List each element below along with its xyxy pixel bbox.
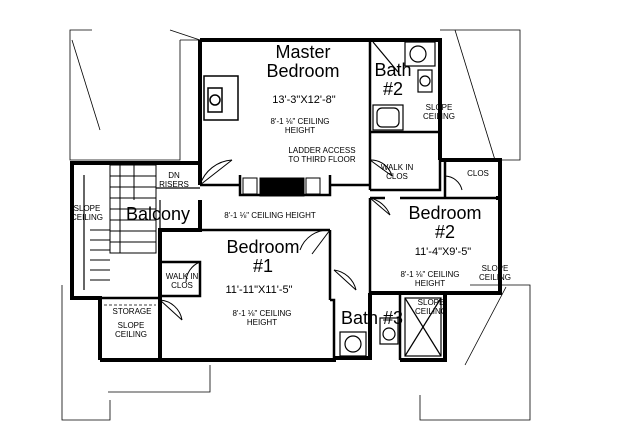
bedroom2-title: Bedroom #2	[390, 204, 500, 242]
bedroom1-ceiling: 8'-1 ⅛" CEILING HEIGHT	[222, 309, 302, 327]
bedroom2-ceiling: 8'-1 ⅛" CEILING HEIGHT	[390, 270, 470, 288]
master-title-line1: Master	[275, 42, 331, 62]
storage-slope-ceiling: SLOPE CEILING	[106, 321, 156, 339]
walkin-upper-line2: CLOS	[386, 172, 408, 182]
bedroom2-title-line2: #2	[434, 221, 456, 242]
ladder-access	[242, 177, 321, 197]
bedroom1-title: Bedroom #1	[208, 238, 318, 276]
left-slope-ceiling: SLOPE CEILING	[62, 204, 112, 222]
stairs	[90, 164, 157, 281]
stair-label: DN RISERS	[152, 171, 196, 189]
bath2-title: Bath #2	[368, 61, 418, 99]
bedroom2-ceiling-line2: HEIGHT	[414, 279, 446, 289]
bath2-title-line1: Bath	[374, 60, 412, 80]
master-title-line2: Bedroom	[266, 60, 340, 81]
balcony-railing	[83, 175, 200, 290]
bedroom2-size: 11'-4"X9'-5"	[414, 246, 472, 258]
bedroom1-title-line2: #1	[252, 255, 274, 276]
master-bedroom-title: Master Bedroom	[248, 43, 358, 81]
ladder-line2: TO THIRD FLOOR	[288, 155, 356, 165]
exterior-walls	[70, 38, 502, 362]
closet-label: CLOS	[467, 169, 489, 178]
bath3-title: Bath #3	[340, 308, 404, 328]
roof-outline	[61, 29, 531, 421]
walkin-lower-line1: WALK IN	[165, 272, 199, 281]
door-swings	[159, 159, 463, 321]
balcony-label: Balcony	[125, 204, 191, 224]
bath2-fixtures	[372, 41, 436, 131]
walkin-closet-upper: WALK IN CLOS	[372, 163, 422, 181]
bedroom1-ceiling-line1: 8'-1 ⅛" CEILING	[232, 309, 292, 318]
stair-line2: RISERS	[159, 180, 189, 190]
bedroom1-ceiling-line2: HEIGHT	[246, 318, 278, 328]
master-ceiling-line2: HEIGHT	[284, 126, 316, 136]
bedroom1-title-line1: Bedroom	[226, 237, 300, 257]
ladder-line1: LADDER ACCESS	[288, 146, 356, 155]
bath2-title-line2: #2	[382, 78, 404, 99]
master-closet	[203, 75, 239, 121]
master-ceiling-line1: 8'-1 ⅛" CEILING	[270, 117, 330, 126]
ladder-access-label: LADDER ACCESS TO THIRD FLOOR	[272, 146, 372, 164]
storage-slope-line1: SLOPE	[117, 321, 145, 330]
walkin-upper-line1: WALK IN	[380, 163, 414, 172]
master-bedroom-size: 13'-3"X12'-8"	[272, 94, 336, 106]
left-slope-line1: SLOPE	[73, 204, 101, 213]
walkin-closet-lower: WALK IN CLOS	[160, 272, 204, 290]
bath2-slope-ceiling: SLOPE CEILING	[414, 103, 464, 121]
bath3-slope-line1: SLOPE	[417, 298, 445, 307]
bedroom2-ceiling-line1: 8'-1 ⅛" CEILING	[400, 270, 460, 279]
hall-ceiling-height: 8'-1 ⅛" CEILING HEIGHT	[224, 211, 316, 220]
bedroom2-slope-line1: SLOPE	[481, 264, 509, 273]
master-bedroom-ceiling: 8'-1 ⅛" CEILING HEIGHT	[250, 117, 350, 135]
walkin-lower-line2: CLOS	[171, 281, 193, 291]
storage-slope-line2: CEILING	[114, 330, 147, 340]
stair-line1: DN	[168, 171, 180, 180]
bath3-slope-line2: CEILING	[414, 307, 447, 317]
left-slope-line2: CEILING	[70, 213, 103, 223]
storage-label: STORAGE	[112, 307, 152, 316]
bedroom2-slope-ceiling: SLOPE CEILING	[470, 264, 520, 282]
bath2-slope-line2: CEILING	[422, 112, 455, 122]
bath3-fixtures	[339, 297, 442, 357]
bath2-slope-line1: SLOPE	[425, 103, 453, 112]
bedroom1-size: 11'-11"X11'-5"	[225, 284, 293, 296]
bedroom2-title-line1: Bedroom	[408, 203, 482, 223]
bedroom2-slope-line2: CEILING	[478, 273, 511, 283]
bath3-slope-ceiling: SLOPE CEILING	[408, 298, 454, 316]
